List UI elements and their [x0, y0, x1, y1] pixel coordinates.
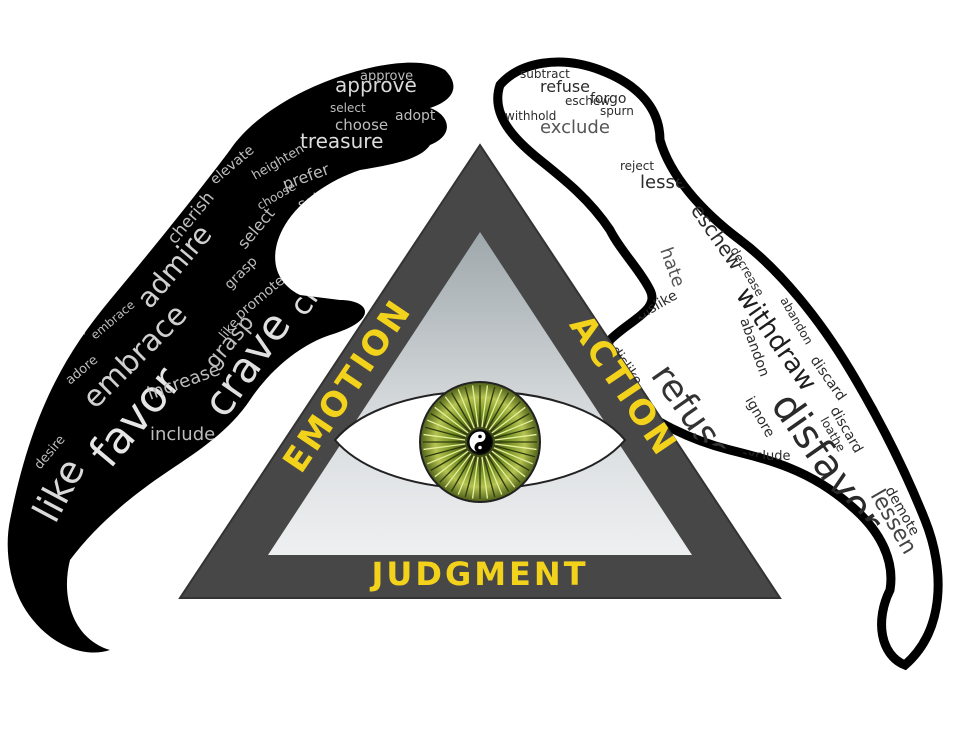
iris-ray: [434, 450, 469, 478]
iris-ray: [490, 452, 521, 483]
left-hand-outline: [7, 62, 454, 653]
iris-ray: [492, 448, 530, 472]
iris-ray: [493, 419, 533, 437]
iris-ray: [494, 433, 537, 441]
iris-ray: [481, 456, 489, 499]
iris-ray: [493, 447, 533, 465]
iris-ray: [430, 412, 468, 436]
iris-ray: [491, 406, 526, 434]
iris-ray: [444, 396, 472, 431]
hand-word: exclude: [540, 117, 610, 138]
left-hand: likefavorembraceadmirecravegraspincludei…: [7, 62, 454, 653]
iris-ray: [450, 454, 474, 492]
iris-ray: [485, 389, 503, 429]
iris-ray: [486, 454, 510, 492]
iris-ray: [494, 443, 537, 451]
iris-ray: [483, 386, 496, 428]
iris-ray: [464, 386, 477, 428]
hand-word: reject: [620, 159, 654, 173]
iris-ray: [488, 396, 516, 431]
iris-ray: [423, 433, 466, 441]
hand-word: forgo: [590, 91, 626, 107]
iris-ray: [471, 385, 479, 428]
hand-word: treasure: [300, 129, 383, 153]
iris-ray: [427, 447, 467, 465]
hand-word: eschew: [565, 94, 610, 108]
iris-ray: [424, 445, 466, 458]
iris-ray: [434, 406, 469, 434]
iris-ray: [490, 401, 521, 432]
iris-ray: [464, 456, 477, 498]
hand-word: subtract: [520, 67, 570, 81]
iris-ray: [457, 389, 475, 429]
hand-word: adopt: [395, 108, 436, 124]
hand-word: disfavor: [836, 294, 881, 361]
iris-ray: [494, 426, 536, 439]
iris-rays: [423, 385, 537, 499]
iris-ray: [486, 392, 510, 430]
hand-word: choose: [335, 116, 388, 134]
iris-ray: [457, 455, 475, 495]
iris-ray: [430, 448, 468, 472]
iris-ray: [491, 450, 526, 478]
iris-ray: [471, 456, 479, 499]
hand-word: spurn: [600, 104, 634, 118]
hand-word: approve: [360, 69, 413, 84]
hand-word: withhold: [505, 109, 556, 123]
iris-ray: [439, 401, 470, 432]
iris-ray: [427, 419, 467, 437]
hand-word: select: [330, 101, 366, 115]
iris-ray: [492, 412, 530, 436]
yin-yang-icon: [468, 430, 492, 454]
iris-ray: [424, 426, 466, 439]
hand-word: approve: [335, 73, 417, 97]
iris-ray: [488, 453, 516, 488]
hand-word: shun: [588, 282, 624, 304]
iris-ray: [423, 443, 466, 451]
hand-word: include: [150, 424, 215, 445]
right-hand-outline: [493, 57, 943, 671]
iris-ray: [444, 453, 472, 488]
hand-word: cherish: [152, 162, 194, 208]
eye: [333, 381, 627, 503]
iris-ray: [483, 456, 496, 498]
iris-ray: [485, 455, 503, 495]
hand-word: refuse: [540, 77, 590, 96]
iris-ray: [481, 385, 489, 428]
label-judgment: JUDGMENT: [369, 555, 588, 593]
iris-ray: [450, 392, 474, 430]
iris-ray: [439, 452, 470, 483]
iris-ray: [494, 445, 536, 458]
